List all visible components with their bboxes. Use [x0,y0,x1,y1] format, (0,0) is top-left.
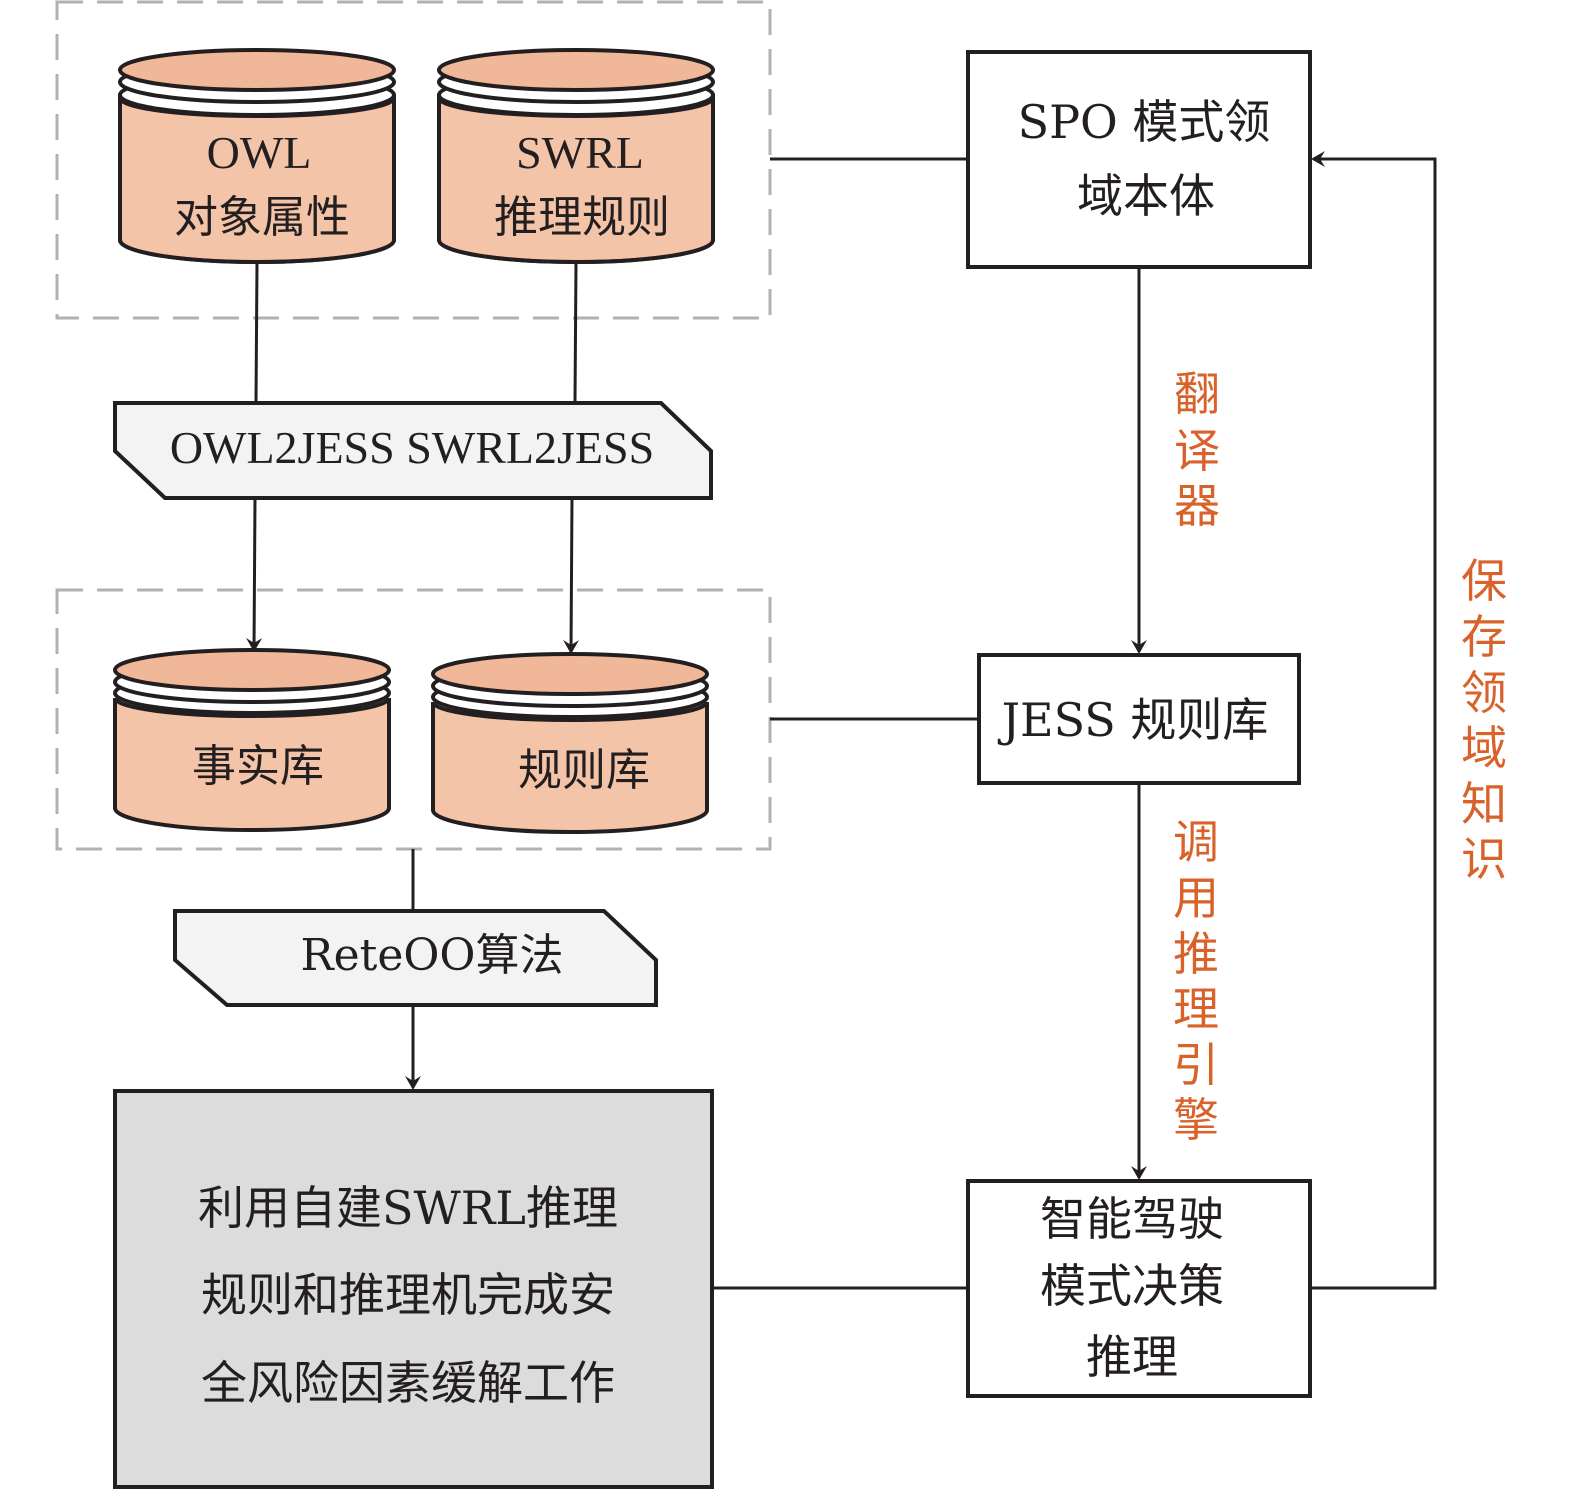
driving-mode-decision-box[interactable]: 智能驾驶 模式决策 推理 [966,1179,1312,1398]
jess-rule-base-label: JESS 规则库 [998,693,1269,747]
invoke-engine-char: 擎 [1173,1093,1219,1147]
spo-domain-ontology-box[interactable]: SPO 模式领 域本体 [966,50,1312,269]
invoke-engine-edge-label: 调 用 推 理 引 擎 [1173,815,1219,1147]
converter-to-facts-arrow [246,497,263,652]
converter-label: OWL2JESS SWRL2JESS [170,422,654,473]
swrl-inference-rules-cylinder[interactable]: SWRL 推理规则 [437,48,715,264]
output-line-1: 利用自建SWRL推理 [198,1181,618,1235]
translator-edge-label: 翻 译 器 [1174,367,1220,533]
reteoo-label: ReteOO算法 [300,930,563,981]
owl2jess-swrl2jess-process[interactable]: OWL2JESS SWRL2JESS [113,401,713,500]
reteoo-algorithm-process[interactable]: ReteOO算法 [173,909,658,1007]
translator-char: 译 [1174,424,1220,478]
risk-mitigation-output-box[interactable]: 利用自建SWRL推理 规则和推理机完成安 全风险因素缓解工作 [113,1089,714,1489]
decision-line-3: 推理 [1086,1330,1178,1384]
decision-line-2: 模式决策 [1040,1259,1224,1313]
save-knowledge-char: 识 [1461,832,1507,886]
owl-to-converter-edge [254,261,259,403]
translator-char: 器 [1174,479,1220,533]
owl-object-property-cylinder[interactable]: OWL 对象属性 [118,48,396,264]
invoke-engine-char: 调 [1173,815,1219,869]
source-databases-group [55,0,772,320]
save-knowledge-char: 知 [1461,777,1507,831]
converter-to-rules-arrow [563,497,580,654]
output-line-3: 全风险因素缓解工作 [201,1356,615,1410]
swrl-subtitle: 推理规则 [494,192,670,243]
swrl-to-converter-edge [573,261,578,403]
owl-title: OWL [207,127,312,178]
invoke-engine-char: 理 [1173,982,1219,1036]
invoke-engine-char: 引 [1173,1038,1219,1092]
decision-line-1: 智能驾驶 [1040,1192,1224,1246]
ontology-line-1: SPO 模式领 [1018,95,1271,149]
save-knowledge-char: 领 [1461,666,1507,720]
owl-subtitle: 对象属性 [174,192,350,243]
fact-base-label: 事实库 [192,741,324,792]
save-knowledge-char: 域 [1461,721,1507,775]
output-line-2: 规则和推理机完成安 [201,1268,615,1322]
save-knowledge-edge-label: 保 存 领 域 知 识 [1461,554,1507,886]
ontology-line-2: 域本体 [1077,169,1215,223]
save-knowledge-feedback-arrow [1310,151,1437,1290]
save-knowledge-char: 保 [1461,554,1507,608]
jess-rule-base-box[interactable]: JESS 规则库 [977,653,1301,785]
swrl-title: SWRL [516,127,644,178]
rule-base-cylinder[interactable]: 规则库 [431,652,709,834]
fact-base-cylinder[interactable]: 事实库 [113,648,391,832]
save-knowledge-char: 存 [1461,610,1507,664]
invoke-engine-char: 用 [1173,871,1219,925]
rule-base-label: 规则库 [518,745,650,796]
invoke-engine-char: 推 [1173,927,1219,981]
translator-char: 翻 [1174,367,1220,421]
